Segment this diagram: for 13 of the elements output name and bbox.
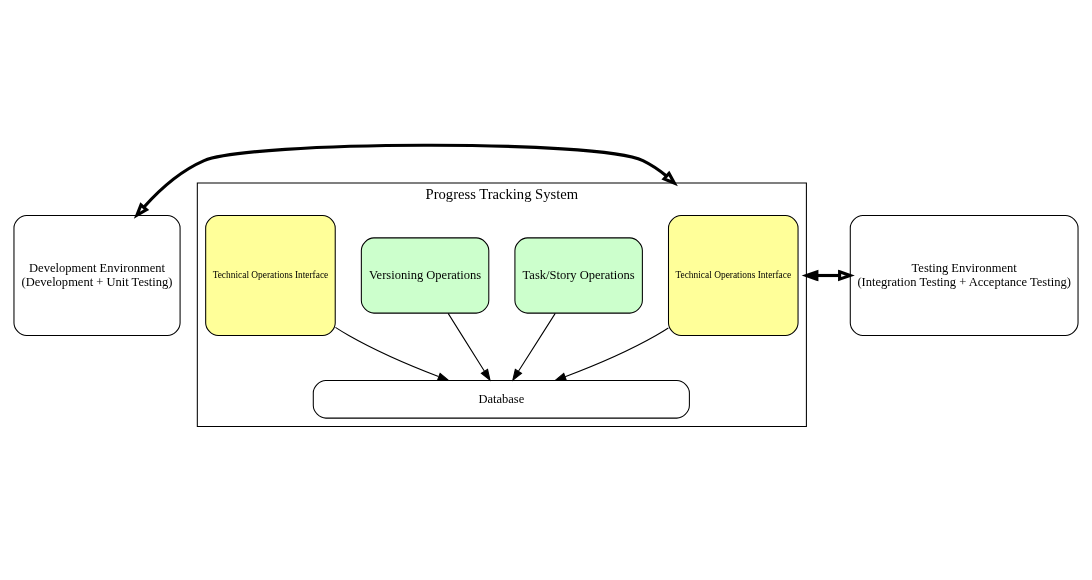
arrow [553,327,669,381]
node-box: Task/Story Operations [514,237,643,314]
arrow [133,143,678,219]
node-box: Database [312,379,690,419]
node-box: Technical Operations Interface [205,214,336,337]
node-box: Testing Environment (Integration Testing + Acceptance Testing) [849,214,1079,337]
node-box: Versioning Operations [360,237,490,314]
arrow [511,312,556,382]
arrow [801,269,855,282]
arrow [334,326,451,381]
node-box: Development Environment (Development + Unit Testing) [13,214,181,337]
node-box: Technical Operations Interface [668,214,799,337]
arrow [447,312,491,382]
